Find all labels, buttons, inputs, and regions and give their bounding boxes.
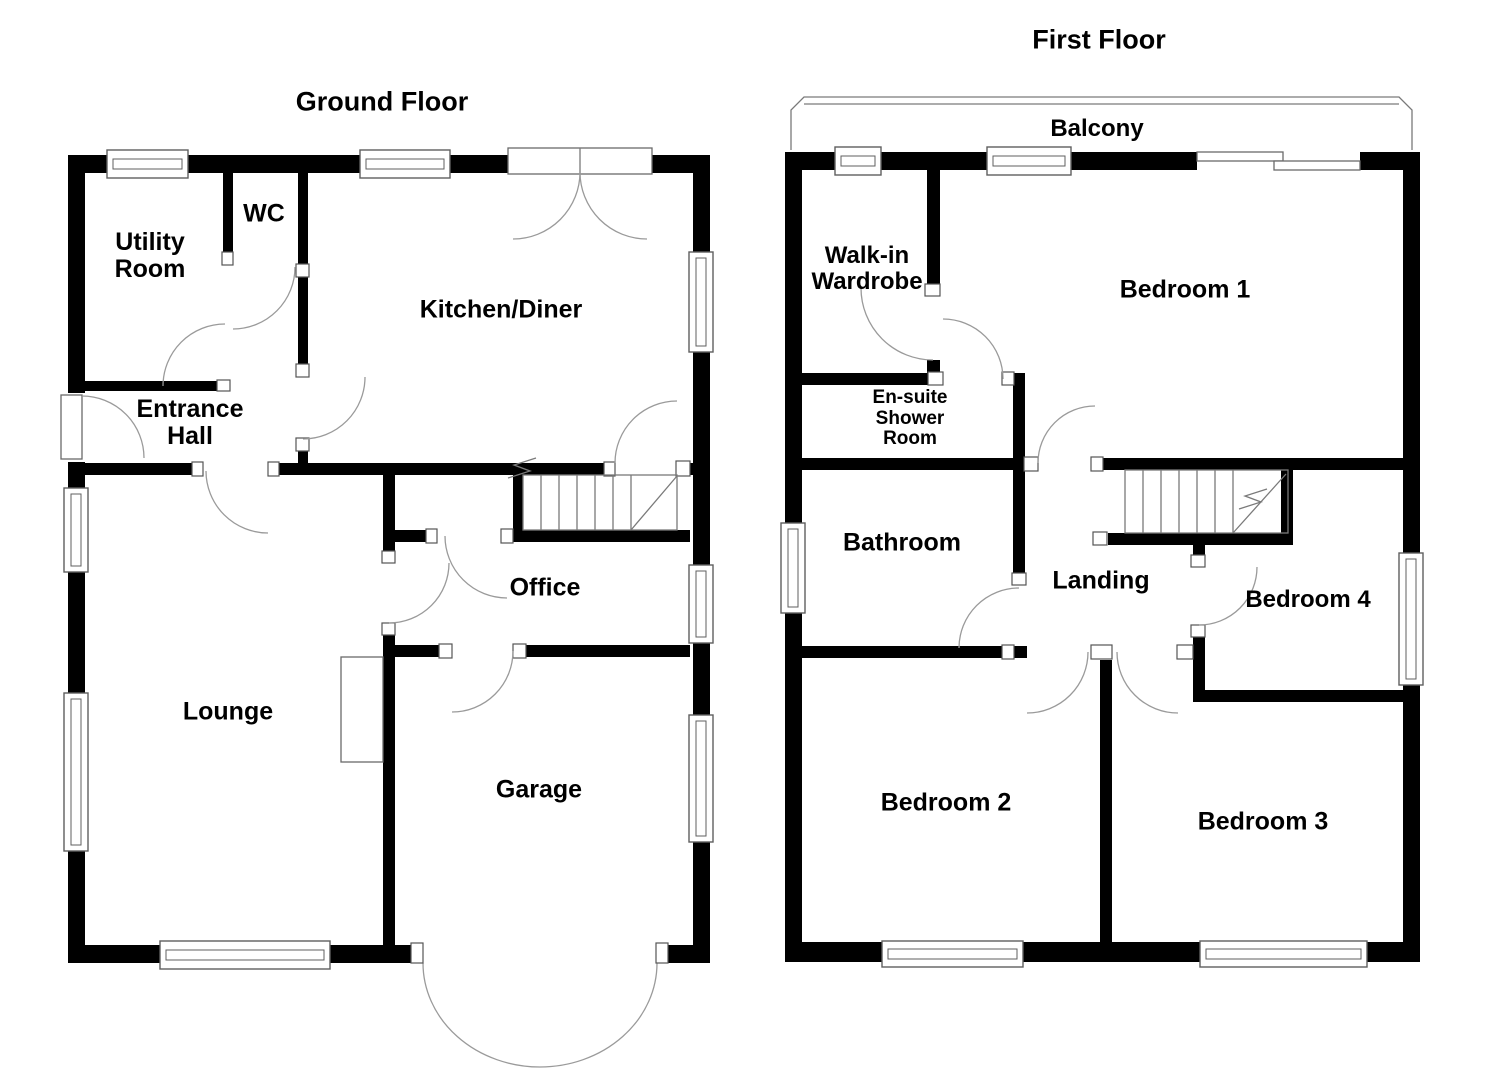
room-label-bedroom-3: Bedroom 3 [1197,807,1329,836]
room-label-bedroom-1: Bedroom 1 [1119,275,1251,304]
room-label-kitchen: Kitchen/Diner [419,295,583,324]
ground-floor-door-jambs [191,251,691,964]
balcony-outline [790,96,1413,150]
first-floor-door-arcs [860,287,1258,714]
ground-floor-title: Ground Floor [295,86,469,117]
room-label-walk-in-wardrobe: Walk-in Wardrobe [811,242,923,295]
first-floor-windows [780,146,1424,968]
room-label-wc: WC [243,199,285,228]
room-label-utility: Utility Room [114,228,186,283]
first-floor-interior-walls [785,170,1410,944]
room-label-ensuite: En-suite Shower Room [872,387,948,450]
room-label-bathroom: Bathroom [842,528,962,557]
first-floor-plan [780,96,1424,968]
garage-double-door [422,962,658,1068]
ground-floor-interior-walls [68,173,693,945]
first-floor-door-openings [1038,151,1360,471]
ground-floor-windows [63,149,714,970]
room-label-balcony: Balcony [1050,115,1144,143]
room-label-bedroom-2: Bedroom 2 [880,788,1012,817]
garden-double-door [507,147,653,240]
ground-floor-door-arcs [162,266,678,713]
balcony-sliding-door [1196,151,1361,171]
room-label-bedroom-4: Bedroom 4 [1245,586,1371,614]
ground-floor-stairs [507,457,678,531]
room-label-entrance-hall: Entrance Hall [136,395,244,450]
first-floor-title: First Floor [1032,24,1166,55]
room-label-office: Office [509,573,581,602]
entrance-door [60,394,145,460]
room-label-garage: Garage [495,775,583,804]
first-floor-stairs [1124,469,1289,534]
ground-floor-plan [60,147,714,1068]
lounge-fireplace [340,656,384,763]
room-label-lounge: Lounge [182,697,274,726]
first-floor-door-jambs [924,283,1206,660]
room-label-landing: Landing [1052,566,1150,595]
